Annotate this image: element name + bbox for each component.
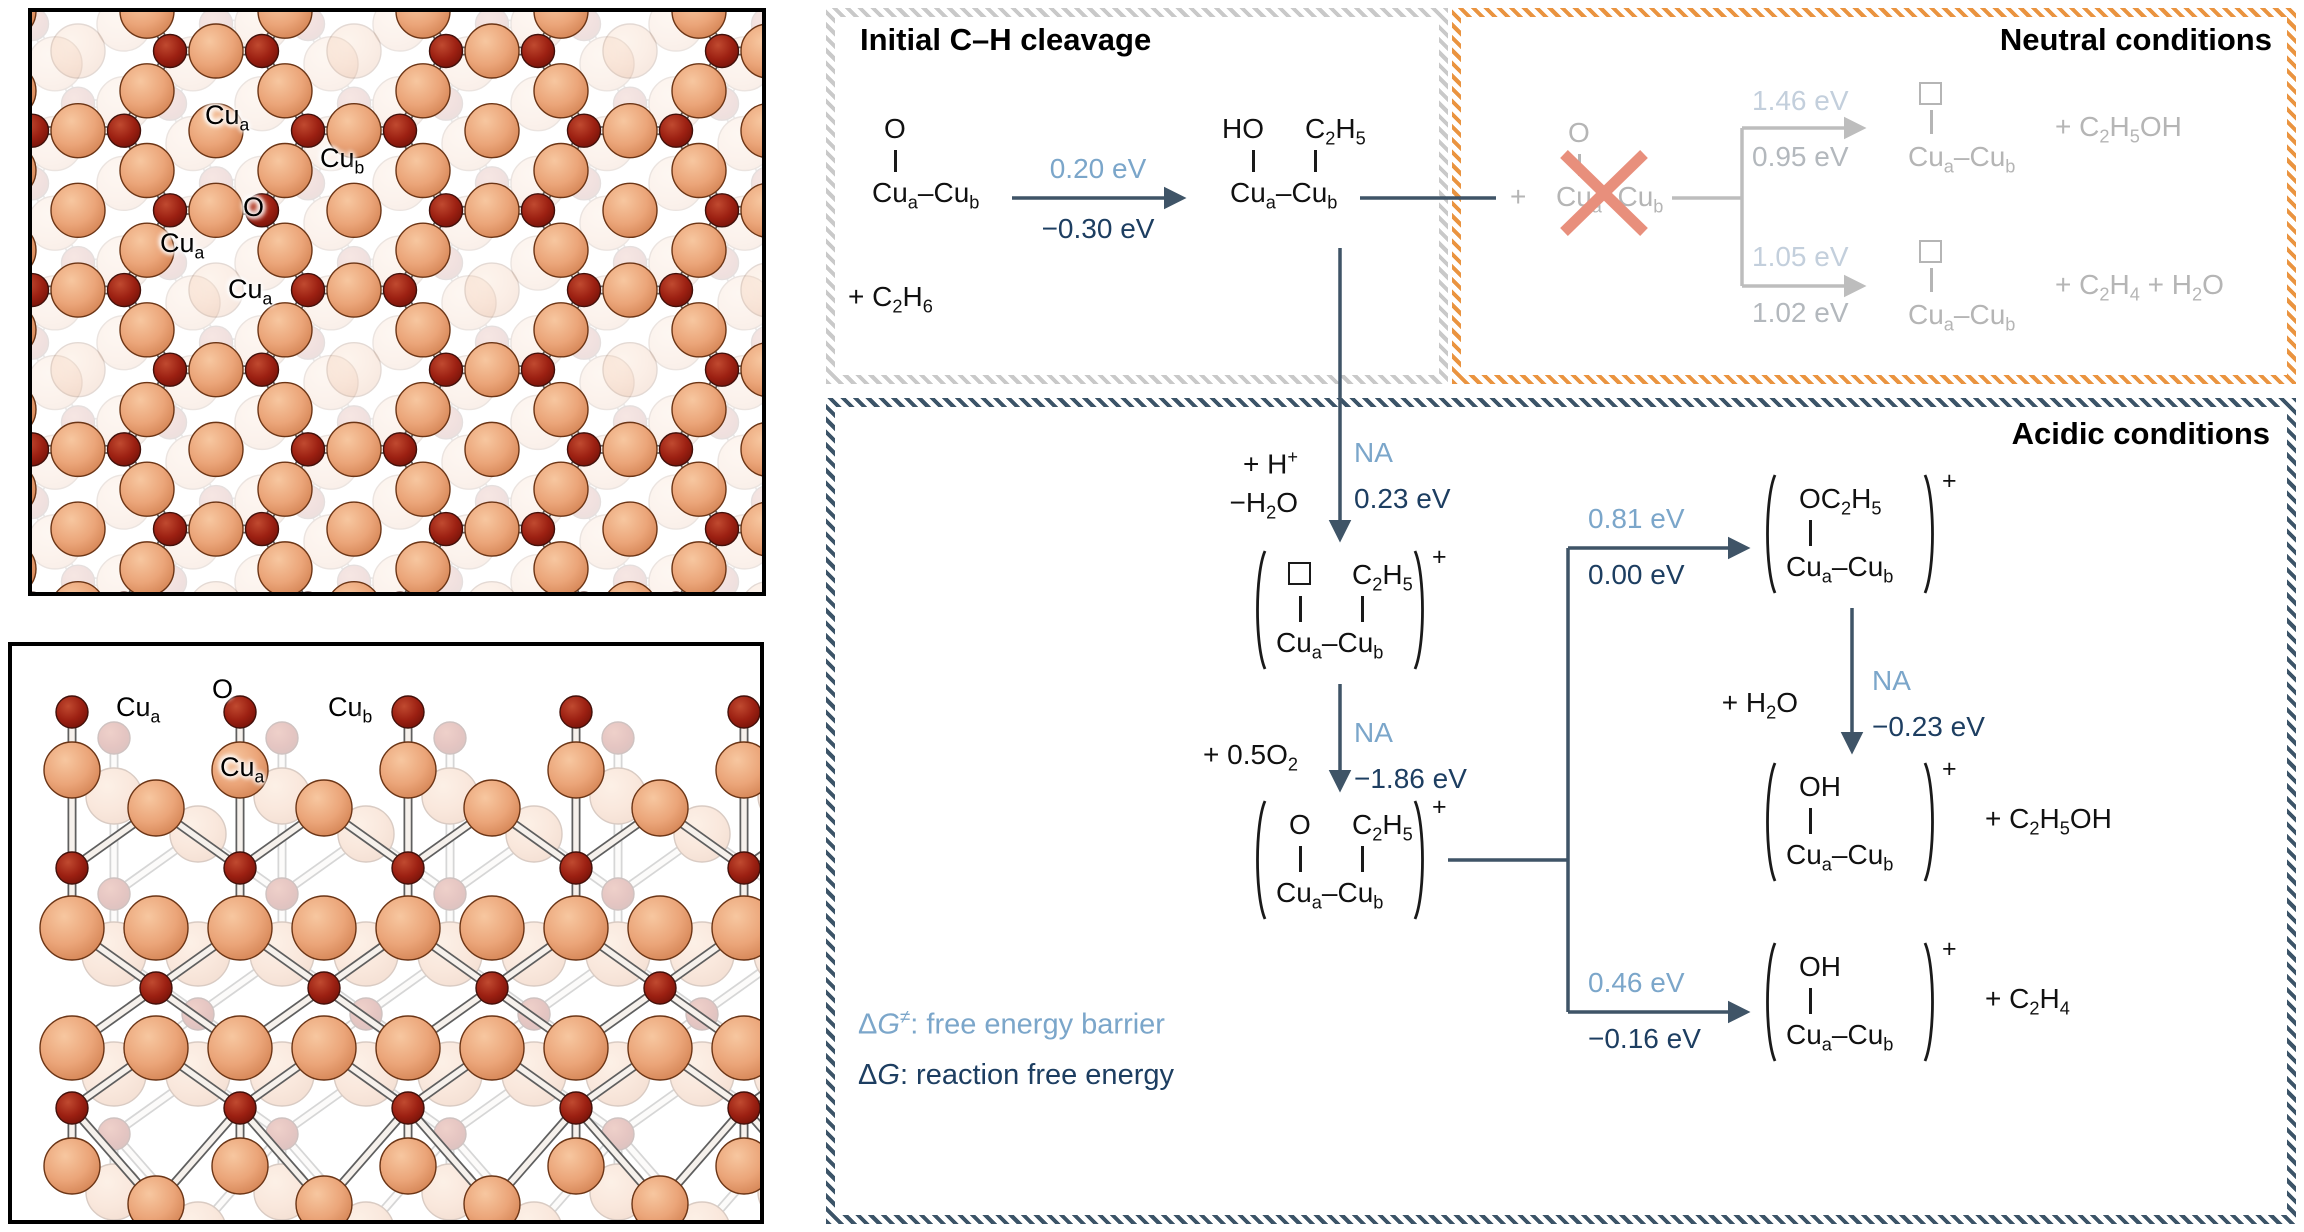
metal-base-label: Cua–Cub <box>1908 141 2016 177</box>
vacancy-square-icon <box>1919 240 1942 263</box>
crystal-lattice-side-view <box>39 695 760 1220</box>
ligand-label: OC2H5 <box>1799 483 1882 519</box>
atom-label-cub: Cub <box>328 692 373 727</box>
ligand-label: HO <box>1222 113 1264 144</box>
ligand-label: C2H5 <box>1352 559 1413 595</box>
atom-label-cua: Cua <box>116 692 161 727</box>
charge-superscript: + <box>1942 935 1957 963</box>
acidic-box-title: Acidic conditions <box>2011 416 2270 451</box>
energy-branch-lower: −0.16 eV <box>1588 1023 1701 1054</box>
barrier-step3: NA <box>1872 665 1911 696</box>
barrier-step2: NA <box>1354 717 1393 748</box>
barrier-branch-lower: 0.46 eV <box>1588 967 1685 998</box>
charge-superscript: + <box>1432 543 1447 571</box>
ligand-label: C2H5 <box>1305 113 1366 149</box>
bond-line <box>1809 808 1812 834</box>
ligand-label: O <box>1289 809 1311 840</box>
acidic-conditions-box <box>826 398 2296 1224</box>
coreactant-ethane: + C2H6 <box>848 281 933 317</box>
ligand-label: OH <box>1799 951 1841 982</box>
atom-label-o: O <box>212 674 234 704</box>
bond-line <box>1252 150 1255 172</box>
initial-cleavage-box <box>826 8 1448 384</box>
plus-sign: + <box>1510 181 1527 212</box>
neutral-box-title: Neutral conditions <box>1999 22 2272 57</box>
right-parenthesis <box>1923 474 1934 594</box>
byproduct-ethanol: + C2H5OH <box>1985 803 2112 839</box>
atom-label-cua: Cua <box>160 228 205 263</box>
byproduct-ethanol-gray: + C2H5OH <box>2055 111 2182 147</box>
bond-line <box>1361 596 1364 622</box>
initial-box-title: Initial C–H cleavage <box>860 22 1152 57</box>
right-parenthesis <box>1923 762 1934 882</box>
bond-line <box>1299 846 1302 872</box>
bond-line <box>1314 150 1317 172</box>
bond-line <box>1930 110 1933 134</box>
charge-superscript: + <box>1432 793 1447 821</box>
legend-barrier: ΔG≠: free energy barrier <box>858 1006 1165 1041</box>
metal-base-label: Cua–Cub <box>1908 299 2016 335</box>
charge-superscript: + <box>1942 467 1957 495</box>
acidic-conditions-box-inner <box>835 407 2287 1215</box>
bond-line <box>1930 268 1933 292</box>
energy-branch-upper: 0.00 eV <box>1588 559 1685 590</box>
metal-base-label: Cua–Cub <box>1556 181 1664 217</box>
crystal-lattice-top-view <box>32 12 762 592</box>
metal-base-label: Cua–Cub <box>1786 551 1894 587</box>
byproduct-ethylene: + C2H4 <box>1985 983 2070 1019</box>
legend-energy: ΔG: reaction free energy <box>858 1059 1174 1091</box>
energy-neutral-upper: 0.95 eV <box>1752 141 1849 172</box>
left-parenthesis <box>1766 474 1777 594</box>
energy-step3: −0.23 eV <box>1872 711 1985 742</box>
energy-step2: −1.86 eV <box>1354 763 1467 794</box>
metal-base-label: Cua–Cub <box>1276 877 1384 913</box>
bond-line <box>1361 846 1364 872</box>
structure-side-view-panel: Cua O Cub Cua <box>8 642 764 1224</box>
metal-base-label: Cua–Cub <box>872 177 980 213</box>
barrier-neutral-lower: 1.05 eV <box>1752 241 1849 272</box>
atom-label-cua: Cua <box>205 100 250 135</box>
bond-line <box>1809 520 1812 546</box>
barrier-initial: 0.20 eV <box>1049 153 1147 184</box>
ligand-label: O <box>884 113 906 144</box>
right-parenthesis <box>1413 550 1424 670</box>
metal-base-label: Cua–Cub <box>1786 839 1894 875</box>
energy-neutral-lower: 1.02 eV <box>1752 297 1849 328</box>
bond-line <box>1809 988 1812 1014</box>
ligand-label: O <box>1568 117 1590 148</box>
structure-top-view-panel: Cua Cub O Cua Cua <box>28 8 766 596</box>
ligand-label: C2H5 <box>1352 809 1413 845</box>
reagent-oxygen: + 0.5O2 <box>1203 739 1298 775</box>
left-parenthesis <box>1256 800 1267 920</box>
atom-label-cua: Cua <box>228 274 273 309</box>
reagent-proton: + H+ <box>1243 447 1298 480</box>
vacancy-square-icon <box>1919 82 1942 105</box>
byproduct-ethylene-water-gray: + C2H4 + H2O <box>2055 269 2224 305</box>
vacancy-square-icon <box>1288 562 1311 585</box>
right-parenthesis <box>1923 942 1934 1062</box>
barrier-step1: NA <box>1354 437 1393 468</box>
left-parenthesis <box>1256 550 1267 670</box>
barrier-branch-upper: 0.81 eV <box>1588 503 1685 534</box>
left-parenthesis <box>1766 762 1777 882</box>
reagent-water: + H2O <box>1721 687 1798 723</box>
bond-line <box>1299 596 1302 622</box>
atom-label-cua: Cua <box>220 752 265 787</box>
left-parenthesis <box>1766 942 1777 1062</box>
bond-line <box>1578 154 1581 176</box>
reagent-minus-water: −H2O <box>1229 487 1298 523</box>
metal-base-label: Cua–Cub <box>1276 627 1384 663</box>
energy-initial: −0.30 eV <box>1041 213 1155 244</box>
barrier-neutral-upper: 1.46 eV <box>1752 85 1849 116</box>
atom-label-o: O <box>243 192 265 222</box>
right-parenthesis <box>1413 800 1424 920</box>
bond-line <box>894 150 897 172</box>
energy-step1: 0.23 eV <box>1354 483 1451 514</box>
atom-label-cub: Cub <box>320 143 365 178</box>
metal-base-label: Cua–Cub <box>1230 177 1338 213</box>
metal-base-label: Cua–Cub <box>1786 1019 1894 1055</box>
ligand-label: OH <box>1799 771 1841 802</box>
charge-superscript: + <box>1942 755 1957 783</box>
